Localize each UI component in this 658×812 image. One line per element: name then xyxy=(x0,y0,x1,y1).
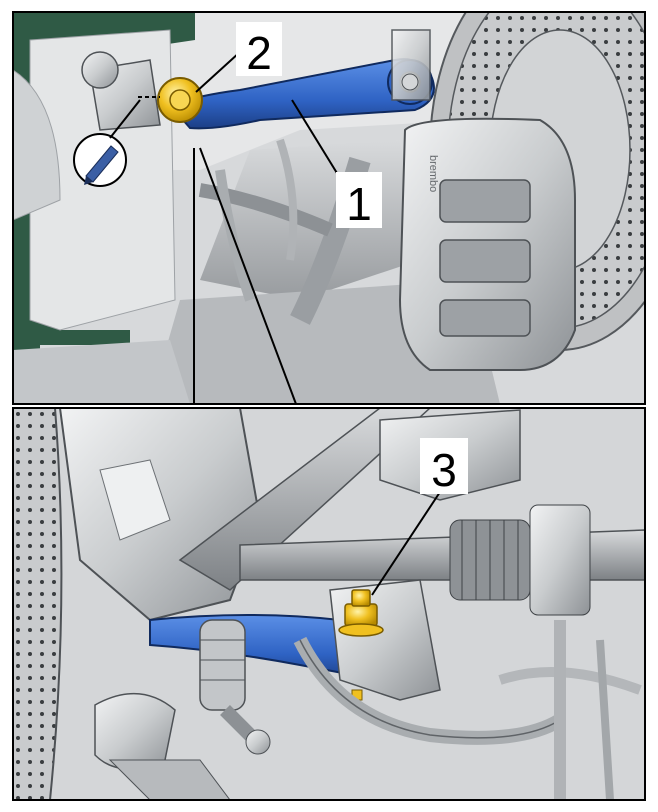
bottom-panel-border xyxy=(12,407,646,801)
callout-3: 3 xyxy=(371,438,468,596)
caliper-brand-label: brembo xyxy=(427,155,439,192)
bolt-highlighted-3 xyxy=(338,589,384,701)
callout-1: 1 xyxy=(291,99,382,230)
callout-label-3: 3 xyxy=(431,444,457,496)
arm-mount xyxy=(329,579,441,701)
top-panel: brembo xyxy=(13,12,645,404)
cv-boot xyxy=(449,504,591,616)
mount-boss xyxy=(81,51,119,89)
brake-caliper: brembo xyxy=(398,117,576,371)
callout-label-2: 2 xyxy=(246,27,272,79)
control-arm-highlighted xyxy=(168,29,435,130)
bottom-panel: 3 xyxy=(13,408,645,800)
zoom-line-right xyxy=(199,147,297,405)
marker-leader-line xyxy=(109,99,141,139)
bolt-highlighted-2 xyxy=(157,77,203,123)
ball-joint xyxy=(94,693,176,770)
top-panel-border xyxy=(12,11,646,405)
callout-2: 2 xyxy=(195,22,282,93)
callout-label-1: 1 xyxy=(346,178,372,230)
marker-pen-icon xyxy=(73,133,127,187)
tie-rod-boot xyxy=(199,619,271,755)
